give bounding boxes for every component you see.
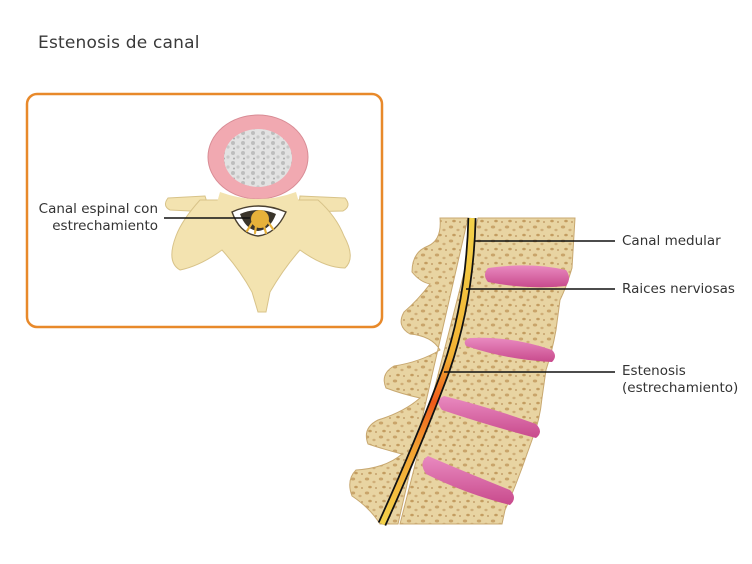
axial-vertebra (164, 114, 351, 313)
label-estenosis: Estenosis (estrechamiento) (622, 363, 738, 397)
inset-label: Canal espinal con estrechamiento (30, 201, 158, 235)
sagittal-spine (349, 217, 576, 526)
inset-label-line1: Canal espinal con (38, 201, 158, 217)
page-title: Estenosis de canal (38, 33, 200, 53)
label-canal-medular: Canal medular (622, 233, 721, 249)
label-estenosis-line1: Estenosis (622, 363, 686, 379)
label-estenosis-line2: (estrechamiento) (622, 380, 739, 396)
inset-label-line2: estrechamiento (52, 218, 158, 234)
label-raices-nerviosas: Raices nerviosas (622, 281, 735, 297)
